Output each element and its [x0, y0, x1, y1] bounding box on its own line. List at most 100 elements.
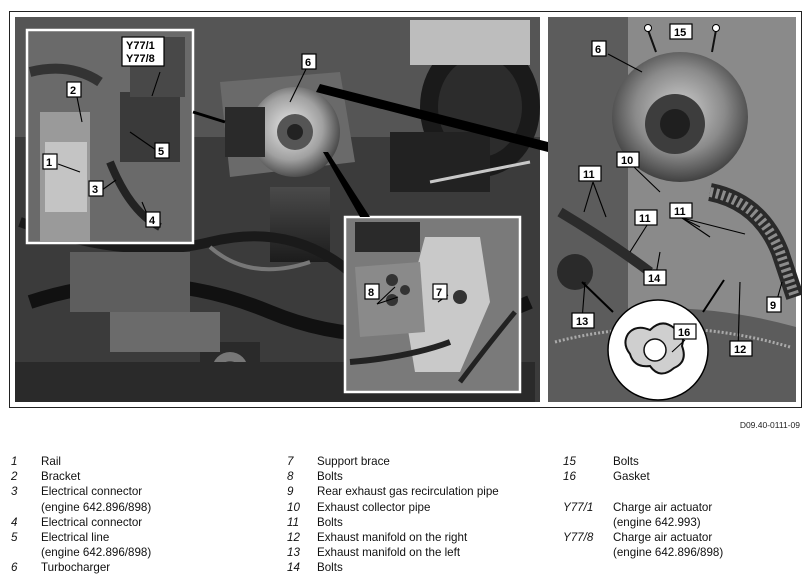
callout-8: 8 — [364, 283, 380, 300]
svg-text:Y77/8: Y77/8 — [126, 53, 155, 65]
legend-number: 7 — [287, 455, 294, 468]
legend-item: 4 Electrical connector — [11, 515, 151, 530]
callout-11-right: 11 — [669, 202, 693, 219]
svg-text:7: 7 — [436, 287, 442, 299]
callout-15: 15 — [669, 23, 693, 40]
legend-text: Bolts — [613, 454, 639, 469]
legend-item: 5 Electrical line(engine 642.896/898) — [11, 530, 151, 560]
legend-label: Electrical connector — [41, 515, 143, 529]
legend-number: 8 — [287, 470, 294, 484]
legend-number: 15 — [563, 455, 576, 468]
legend-number: 9 — [287, 485, 294, 499]
legend-label — [613, 484, 616, 499]
legend-text: Rail — [41, 454, 61, 469]
legend-number: 12 — [287, 531, 300, 545]
svg-text:Y77/1: Y77/1 — [126, 40, 155, 52]
legend-text — [613, 484, 616, 499]
svg-text:11: 11 — [639, 213, 651, 225]
diagram-figure: Y77/1 Y77/8 2 1 3 5 4 6 8 7 15 6 10 11 1… — [9, 11, 802, 408]
legend-text: Gasket — [613, 469, 650, 484]
legend-text: Charge air actuator(engine 642.896/898) — [613, 530, 723, 560]
legend-text: Electrical connector(engine 642.896/898) — [41, 484, 151, 514]
legend-text: Charge air actuator(engine 642.993) — [613, 500, 712, 530]
svg-text:5: 5 — [158, 146, 164, 158]
legend-label: Electrical connector — [41, 485, 143, 499]
legend-text: Electrical line(engine 642.896/898) — [41, 530, 151, 560]
svg-text:15: 15 — [674, 27, 686, 39]
callout-14: 14 — [643, 269, 667, 286]
svg-text:1: 1 — [46, 157, 52, 169]
document-id: D09.40-0111-09 — [739, 420, 800, 430]
legend-number: 4 — [11, 515, 18, 529]
callout-11-center: 11 — [634, 209, 658, 226]
legend-number: 16 — [563, 470, 576, 484]
legend-text: Electrical connector — [41, 515, 142, 530]
legend-label: Exhaust collector pipe — [317, 500, 431, 514]
legend-number: 14 — [287, 561, 300, 575]
svg-text:8: 8 — [368, 287, 374, 299]
legend-label-continuation: (engine 642.896/898) — [41, 500, 152, 514]
legend-number: Y77/1 — [563, 500, 594, 514]
legend-label: Turbocharger — [41, 561, 111, 575]
zoom-connector — [316, 84, 548, 152]
legend-label: Rail — [41, 455, 61, 468]
callout-5: 5 — [154, 142, 170, 159]
svg-text:11: 11 — [583, 169, 595, 181]
callout-y77: Y77/1 Y77/8 — [121, 36, 165, 67]
legend-item: Y77/8 Charge air actuator(engine 642.896/… — [563, 530, 723, 560]
right-turbo-detail-photo — [548, 17, 801, 402]
callout-6-detail: 6 — [591, 40, 607, 57]
legend-label: Bolts — [317, 561, 343, 575]
legend-label: Exhaust manifold on the right — [317, 531, 468, 545]
svg-text:14: 14 — [648, 273, 661, 285]
callout-2: 2 — [66, 81, 82, 98]
svg-text:16: 16 — [678, 327, 690, 339]
legend-label-continuation: (engine 642.896/898) — [613, 546, 724, 560]
legend-item: 7 Support brace — [287, 454, 499, 469]
legend-number: 10 — [287, 500, 300, 514]
svg-text:6: 6 — [305, 57, 311, 69]
legend-label: Bolts — [317, 515, 343, 529]
svg-text:6: 6 — [595, 44, 601, 56]
callout-10: 10 — [616, 151, 640, 168]
legend-number: 13 — [287, 546, 300, 560]
legend-text: Bracket — [41, 469, 80, 484]
legend-label: Support brace — [317, 455, 390, 468]
legend-label: Charge air actuator — [613, 531, 713, 545]
legend-text: Bolts — [317, 560, 343, 575]
legend-item: 2 Bracket — [11, 469, 151, 484]
svg-text:11: 11 — [674, 206, 686, 218]
legend-number — [563, 484, 613, 499]
legend-number: 5 — [11, 531, 18, 545]
legend-number: 2 — [11, 470, 18, 484]
callout-12: 12 — [729, 340, 753, 357]
legend-text: Rear exhaust gas recirculation pipe — [317, 484, 499, 499]
legend-item: 16 Gasket — [563, 469, 723, 484]
callout-7: 7 — [432, 283, 448, 300]
callout-11-left: 11 — [578, 165, 602, 182]
legend-text: Turbocharger — [41, 560, 110, 575]
callout-4: 4 — [145, 211, 161, 228]
legend-item: 14 Bolts — [287, 560, 499, 575]
svg-text:9: 9 — [770, 300, 776, 312]
callout-13: 13 — [571, 312, 595, 329]
svg-text:10: 10 — [621, 155, 633, 167]
legend-item: 10 Exhaust collector pipe — [287, 500, 499, 515]
legend-text: Bolts — [317, 469, 343, 484]
callout-16: 16 — [673, 323, 697, 340]
legend-number: 6 — [11, 561, 18, 575]
legend-text: Exhaust manifold on the left — [317, 545, 460, 560]
legend-label: Rear exhaust gas recirculation pipe — [317, 485, 499, 499]
legend-number: Y77/8 — [563, 531, 594, 545]
svg-text:4: 4 — [149, 215, 156, 227]
legend-text: Exhaust collector pipe — [317, 500, 430, 515]
legend-text: Exhaust manifold on the right — [317, 530, 467, 545]
legend-item — [563, 484, 723, 499]
legend-label-continuation: (engine 642.896/898) — [41, 546, 152, 560]
callout-3: 3 — [88, 180, 104, 197]
legend-label: Gasket — [613, 470, 650, 484]
leader-lines — [57, 53, 783, 353]
